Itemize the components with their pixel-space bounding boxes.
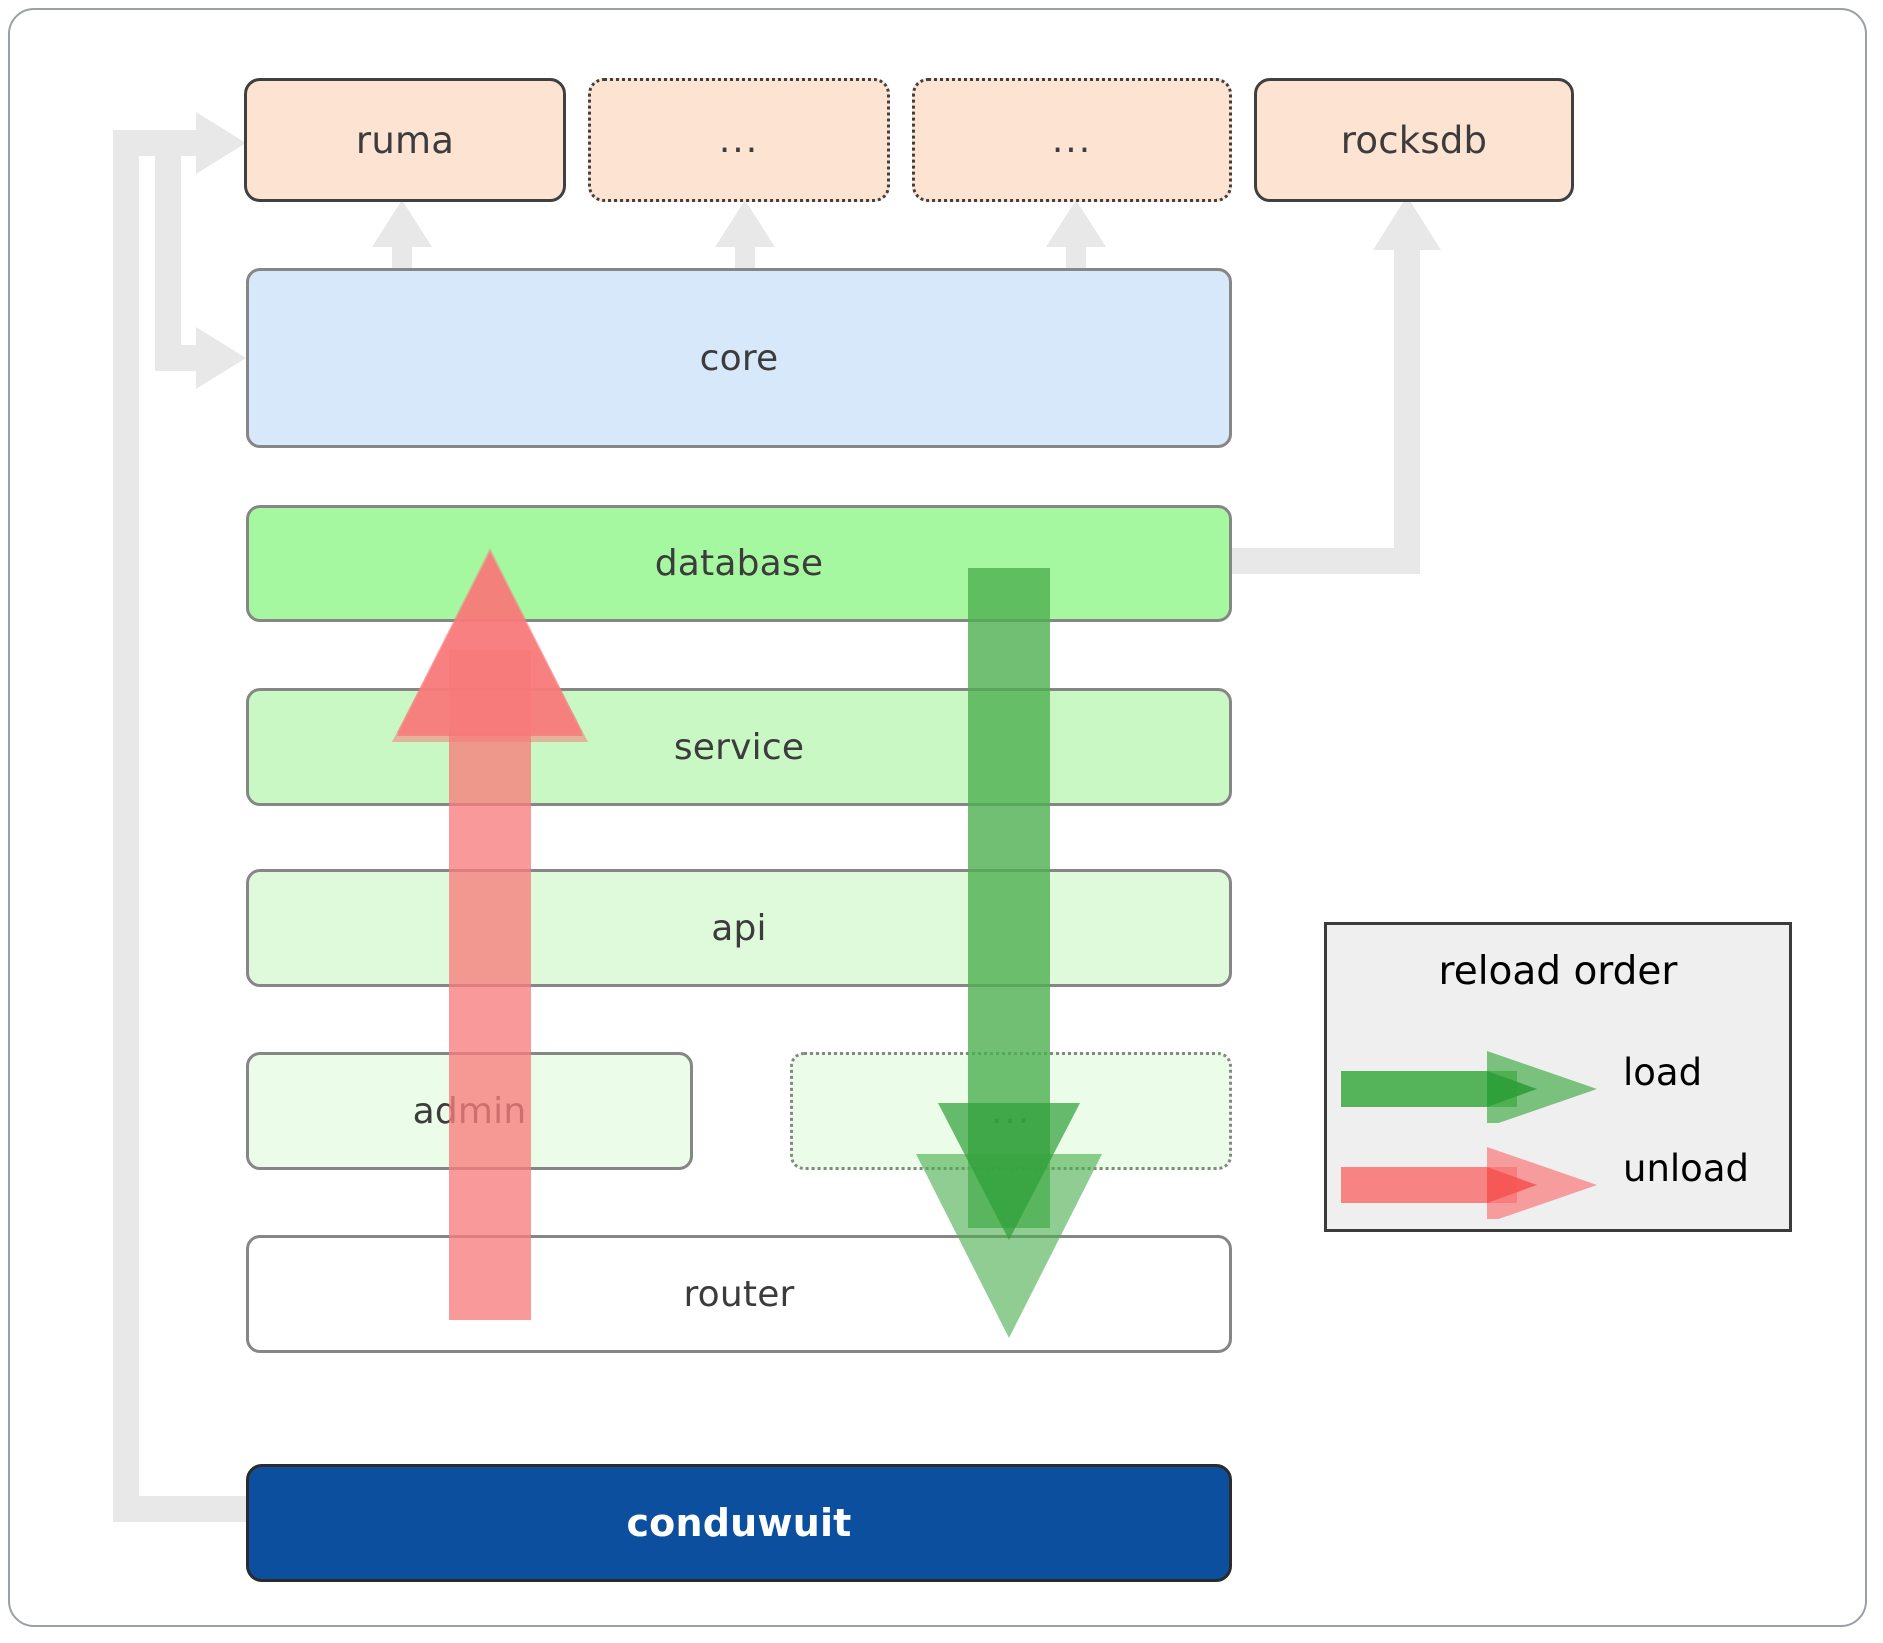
legend-label-load: load: [1623, 1051, 1703, 1094]
layer-label-api: api: [711, 907, 767, 949]
dependency-label-rocksdb: rocksdb: [1340, 118, 1488, 162]
dependency-label-ellipsis-1: ...: [718, 119, 760, 161]
layer-box-ellipsis[interactable]: ...: [790, 1052, 1232, 1170]
layer-box-service[interactable]: service: [246, 688, 1232, 806]
dependency-box-ellipsis-1[interactable]: ...: [588, 78, 890, 202]
dependency-label-ruma: ruma: [355, 118, 455, 162]
layer-box-api[interactable]: api: [246, 869, 1232, 987]
application-label-conduwuit: conduwuit: [626, 1501, 852, 1545]
dependency-label-ellipsis-2: ...: [1051, 119, 1093, 161]
application-box-conduwuit[interactable]: conduwuit: [246, 1464, 1232, 1582]
layer-label-router: router: [683, 1273, 795, 1315]
legend-load-arrow-icon: [1341, 1051, 1597, 1123]
dependency-box-ruma[interactable]: ruma: [244, 78, 566, 202]
layer-box-core[interactable]: core: [246, 268, 1232, 448]
legend-label-unload: unload: [1623, 1147, 1749, 1190]
layer-label-core: core: [699, 337, 779, 379]
layer-box-router[interactable]: router: [246, 1235, 1232, 1353]
layer-label-service: service: [673, 726, 805, 768]
layer-box-admin[interactable]: admin: [246, 1052, 693, 1170]
layer-label-ellipsis: ...: [990, 1090, 1032, 1132]
layer-label-admin: admin: [412, 1090, 527, 1132]
legend-unload-arrow-icon: [1341, 1147, 1597, 1219]
legend-title: reload order: [1438, 949, 1678, 994]
dependency-box-rocksdb[interactable]: rocksdb: [1254, 78, 1574, 202]
diagram-frame: [8, 8, 1867, 1627]
legend-panel: reload order load unload: [1324, 922, 1792, 1232]
legend-row-unload: unload: [1327, 1139, 1789, 1219]
legend-row-load: load: [1327, 1043, 1789, 1123]
layer-label-database: database: [654, 543, 824, 584]
layer-box-database[interactable]: database: [246, 505, 1232, 622]
dependency-box-ellipsis-2[interactable]: ...: [912, 78, 1232, 202]
